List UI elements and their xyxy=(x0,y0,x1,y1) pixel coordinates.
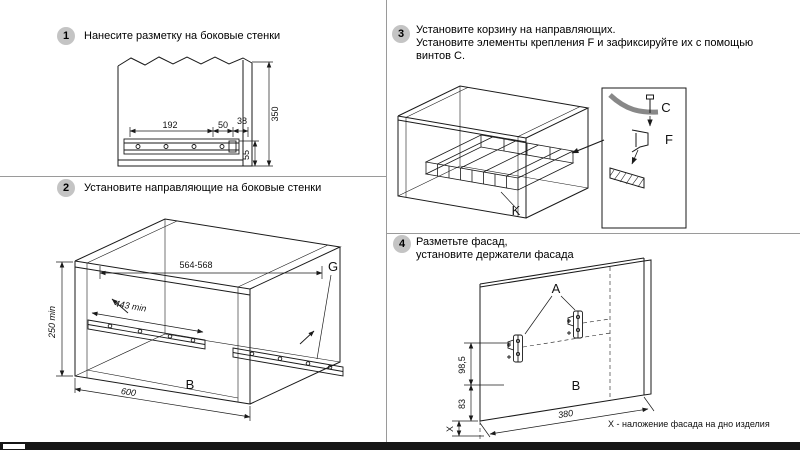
label-g-rail: G xyxy=(328,259,338,274)
label-f-bracket: F xyxy=(665,132,673,147)
left-rail-drawing xyxy=(87,319,206,350)
step4-number-badge: 4 xyxy=(393,235,411,253)
facade-panel-drawing xyxy=(479,257,652,422)
label-a-holder: A xyxy=(552,281,561,296)
step2-number-badge: 2 xyxy=(57,179,75,197)
label-b-facade: B xyxy=(572,378,581,393)
a-label-leaders xyxy=(524,295,576,335)
install-arrows xyxy=(111,298,315,345)
drawer-slide-drawing xyxy=(123,138,240,155)
dim-holder-top: 98,5 xyxy=(457,356,467,374)
right-rail-drawing xyxy=(232,347,344,377)
dim-rail-depth: 443 min xyxy=(114,298,147,313)
cabinet-inner-lines xyxy=(74,219,341,402)
dim-350: 350 xyxy=(270,106,280,121)
step2-dimension-lines xyxy=(56,261,332,421)
step1-drawing: 192 50 38 350 55 xyxy=(117,56,280,167)
install-arrow xyxy=(571,139,605,154)
step1-section: 1 Нанесите разметку на боковые стенки xyxy=(0,0,386,176)
dim-38: 38 xyxy=(237,116,247,126)
dim-192: 192 xyxy=(162,120,177,130)
cabinet-inner-lines xyxy=(397,86,589,217)
step3-title-line2: Установите элементы крепления F и зафикс… xyxy=(416,37,754,49)
step4-dimension-lines xyxy=(452,342,655,438)
cabinet-box-drawing xyxy=(74,218,342,405)
label-c-screw: C xyxy=(661,100,670,115)
alignment-dashed-lines xyxy=(479,267,611,439)
dim-55: 55 xyxy=(241,150,251,160)
divider-right-horizontal xyxy=(387,233,800,234)
dim-50: 50 xyxy=(218,120,228,130)
fastener-detail-box xyxy=(601,87,687,229)
step2-drawing: 564-568 443 min 250 min 600 B G xyxy=(47,218,344,421)
dim-height-min: 250 min xyxy=(47,306,57,339)
wire-basket-drawing xyxy=(424,134,575,191)
step2-section: 2 Установите направляющие на боковые сте… xyxy=(0,176,386,442)
step3-section: 3 Установите корзину на направляющих. Ус… xyxy=(386,0,800,233)
facade-holder-2 xyxy=(567,310,583,339)
step3-title-line1: Установите корзину на направляющих. xyxy=(416,24,616,36)
k-leader xyxy=(500,191,517,209)
divider-vertical xyxy=(386,0,387,442)
dim-width-600: 600 xyxy=(120,386,136,398)
footnote-x: X - наложение фасада на дно изделия xyxy=(608,419,770,429)
step1-dimension-lines xyxy=(129,61,273,167)
step3-drawing: K C F xyxy=(397,85,687,229)
dim-overlay-x: X xyxy=(445,426,455,432)
dim-inner-width: 564-568 xyxy=(179,260,212,270)
footer-logo-box xyxy=(3,443,25,449)
side-panel-drawing xyxy=(117,56,253,167)
step1-title: Нанесите разметку на боковые стенки xyxy=(84,30,281,42)
step3-number-badge: 3 xyxy=(392,25,410,43)
step4-title-line1: Разметьте фасад, xyxy=(416,236,508,248)
step3-title-line3: винтов C. xyxy=(416,50,465,62)
divider-left-horizontal xyxy=(0,176,386,177)
step4-title-line2: установите держатели фасада xyxy=(416,249,574,261)
step4-section: 4 Разметьте фасад, установите держатели … xyxy=(386,233,800,442)
step3-title: Установите корзину на направляющих. Уста… xyxy=(416,24,786,63)
label-k-basket: K xyxy=(512,203,521,218)
label-b-bottom: B xyxy=(186,377,195,392)
dim-holder-bottom: 83 xyxy=(457,399,467,409)
step4-drawing: 98,5 83 X 380 A B X - наложение фасада н… xyxy=(445,257,770,439)
step1-number-badge: 1 xyxy=(57,27,75,45)
cabinet-box-drawing xyxy=(397,85,590,219)
dim-width-380: 380 xyxy=(557,408,573,420)
facade-holder-1 xyxy=(507,334,523,363)
footer-bar xyxy=(0,442,800,450)
step2-title: Установите направляющие на боковые стенк… xyxy=(84,182,322,194)
step4-title: Разметьте фасад, установите держатели фа… xyxy=(416,236,786,262)
